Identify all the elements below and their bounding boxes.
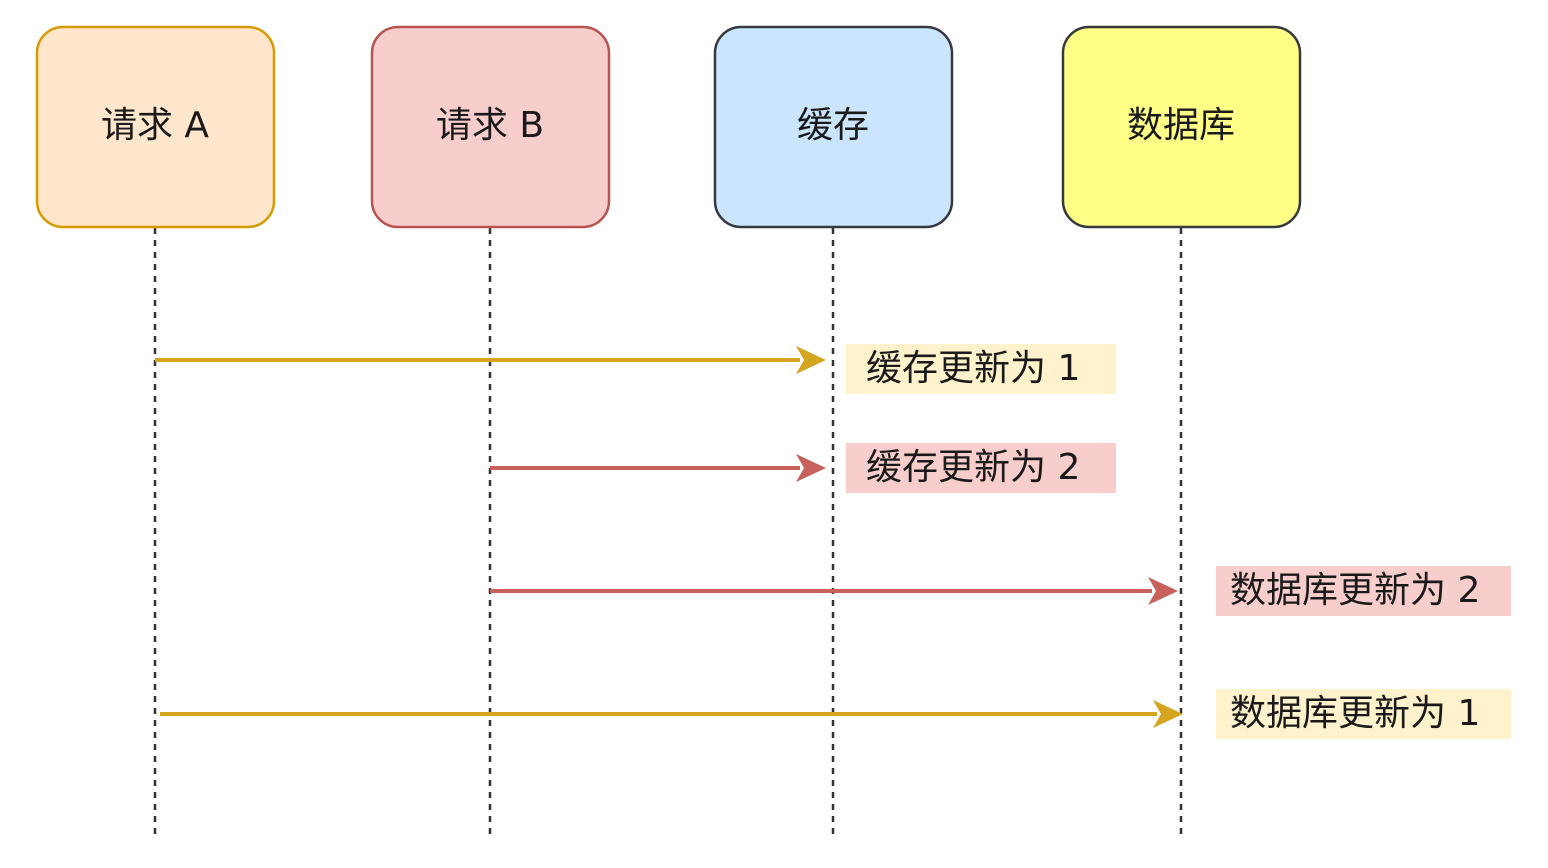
participant-cache: 缓存 [713, 25, 954, 229]
participant-label: 请求 B [436, 105, 544, 146]
participant-box [1061, 25, 1302, 229]
message-request-a-to-cache: 缓存更新为 1 [155, 344, 1116, 394]
message-label-background [1216, 689, 1511, 739]
participant-label: 缓存 [797, 105, 869, 146]
participant-request-b: 请求 B [370, 25, 611, 229]
participant-database: 数据库 [1061, 25, 1302, 229]
message-request-b-to-database: 数据库更新为 2 [490, 566, 1511, 616]
arrowhead-icon [796, 346, 826, 374]
arrowhead-icon [1153, 700, 1183, 728]
message-label-background [1216, 566, 1511, 616]
message-label: 数据库更新为 1 [1230, 693, 1480, 734]
arrowhead-icon [796, 454, 826, 482]
participant-box [370, 25, 611, 229]
arrowhead-icon [1148, 577, 1178, 605]
message-request-b-to-cache: 缓存更新为 2 [490, 443, 1116, 493]
message-label-background [846, 344, 1116, 394]
participant-request-a: 请求 A [35, 25, 276, 229]
message-label: 缓存更新为 1 [866, 348, 1080, 389]
participant-label: 请求 A [101, 105, 209, 146]
participant-box [35, 25, 276, 229]
participant-box [713, 25, 954, 229]
message-request-a-to-database: 数据库更新为 1 [160, 689, 1511, 739]
participant-label: 数据库 [1127, 105, 1235, 146]
message-label-background [846, 443, 1116, 493]
message-label: 缓存更新为 2 [866, 447, 1080, 488]
message-label: 数据库更新为 2 [1230, 570, 1480, 611]
